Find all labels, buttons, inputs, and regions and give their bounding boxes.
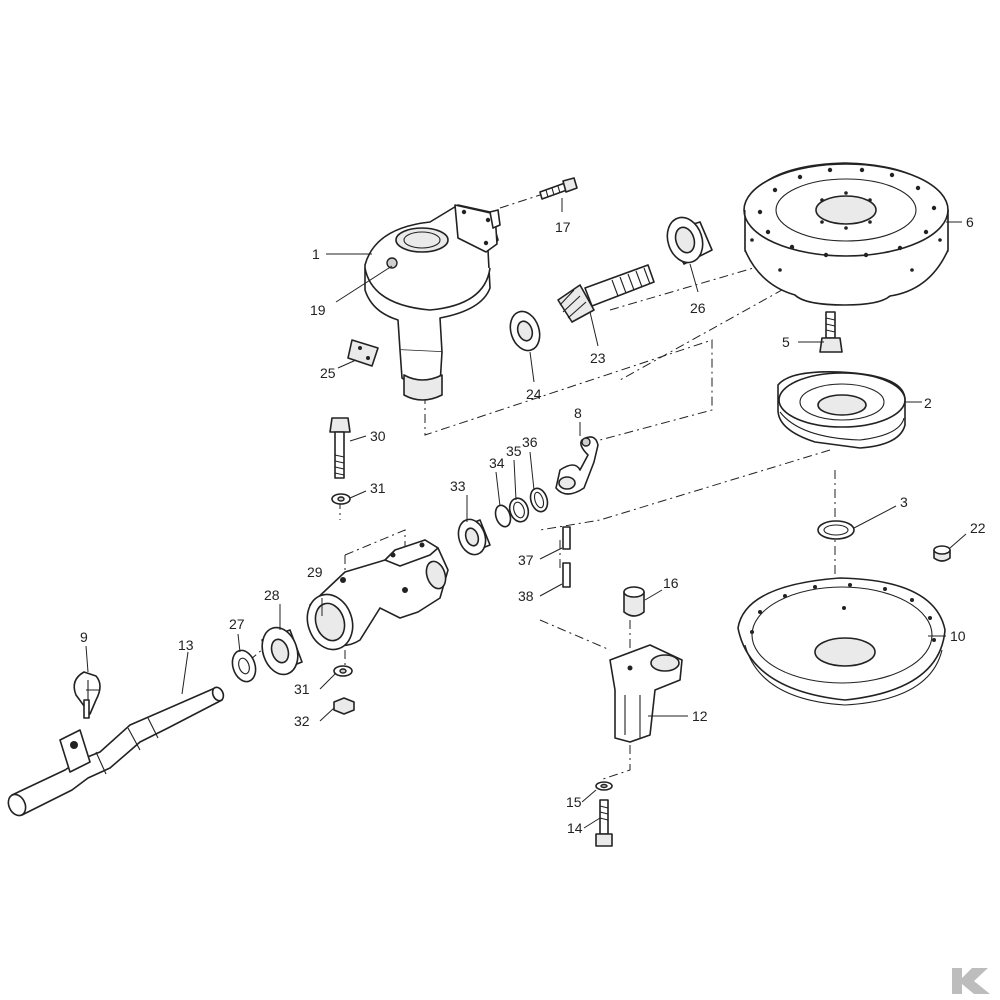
part-30-bolt[interactable] — [329, 417, 351, 479]
part-10-bolt-holes — [750, 583, 936, 642]
assembly-axes — [249, 194, 836, 781]
callout-26: 26 — [690, 300, 706, 316]
part-5-bolt[interactable] — [819, 311, 843, 353]
callout-6: 6 — [966, 214, 974, 230]
callout-30: 30 — [370, 428, 386, 444]
part-38-pin[interactable] — [562, 562, 571, 588]
part-1-gearbox-housing[interactable] — [364, 204, 501, 401]
callout-19: 19 — [310, 302, 326, 318]
part-16-bushing[interactable] — [623, 586, 645, 617]
part-3-circlip[interactable] — [817, 520, 855, 540]
callout-34: 34 — [489, 455, 505, 471]
callout-32: 32 — [294, 713, 310, 729]
callout-22: 22 — [970, 520, 986, 536]
callout-2: 2 — [924, 395, 932, 411]
callout-17: 17 — [555, 219, 571, 235]
leader-lines — [85, 198, 967, 829]
part-9-lynch-pin[interactable] — [73, 671, 101, 719]
part-28-bearing[interactable] — [256, 623, 303, 679]
callout-23: 23 — [590, 350, 606, 366]
callout-25: 25 — [320, 365, 336, 381]
callout-14: 14 — [567, 820, 583, 836]
part-8-lever[interactable] — [555, 436, 599, 495]
part-13-main-shaft[interactable] — [5, 686, 225, 819]
callout-8: 8 — [574, 405, 582, 421]
part-22-cap[interactable] — [933, 545, 951, 562]
callout-27: 27 — [229, 616, 245, 632]
callout-16: 16 — [663, 575, 679, 591]
part-23-pinion-shaft[interactable] — [557, 264, 655, 323]
part-35-ring[interactable] — [507, 496, 532, 524]
part-33-bearing[interactable] — [454, 516, 491, 558]
callout-12: 12 — [692, 708, 708, 724]
callout-33: 33 — [450, 478, 466, 494]
callout-31-top: 31 — [370, 480, 386, 496]
part-6-top-disc[interactable] — [743, 162, 949, 306]
part-10-bottom-disc[interactable] — [737, 577, 946, 706]
callout-35: 35 — [506, 443, 522, 459]
callout-1: 1 — [312, 246, 320, 262]
part-37-pin[interactable] — [562, 526, 571, 550]
callout-29: 29 — [307, 564, 323, 580]
part-2-hub[interactable] — [777, 370, 906, 449]
part-31-washer-bottom[interactable] — [333, 665, 353, 677]
callout-31-bottom: 31 — [294, 681, 310, 697]
callout-3: 3 — [900, 494, 908, 510]
part-17-bolt[interactable] — [539, 177, 578, 200]
callout-labels: 1 2 3 5 6 8 9 10 12 13 14 15 16 17 19 22… — [80, 214, 986, 836]
callout-10: 10 — [950, 628, 966, 644]
callout-28: 28 — [264, 587, 280, 603]
part-32-nut[interactable] — [333, 697, 355, 715]
part-15-washer[interactable] — [595, 781, 613, 791]
callout-9: 9 — [80, 629, 88, 645]
callout-37: 37 — [518, 552, 534, 568]
part-36-ring[interactable] — [528, 486, 551, 514]
callout-13: 13 — [178, 637, 194, 653]
part-24-bearing[interactable] — [506, 308, 545, 355]
part-14-bolt[interactable] — [595, 799, 613, 847]
callout-15: 15 — [566, 794, 582, 810]
callout-36: 36 — [522, 434, 538, 450]
callout-5: 5 — [782, 334, 790, 350]
part-6-bolt-holes — [750, 167, 942, 272]
callout-38: 38 — [518, 588, 534, 604]
part-25-plate[interactable] — [347, 339, 379, 367]
part-26-bearing[interactable] — [662, 213, 713, 267]
brand-logo — [952, 968, 990, 994]
part-12-bracket[interactable] — [609, 644, 683, 743]
part-31-washer-top[interactable] — [331, 493, 351, 505]
part-29-arm-housing[interactable] — [300, 539, 449, 655]
part-27-washer[interactable] — [229, 647, 260, 684]
callout-24: 24 — [526, 386, 542, 402]
